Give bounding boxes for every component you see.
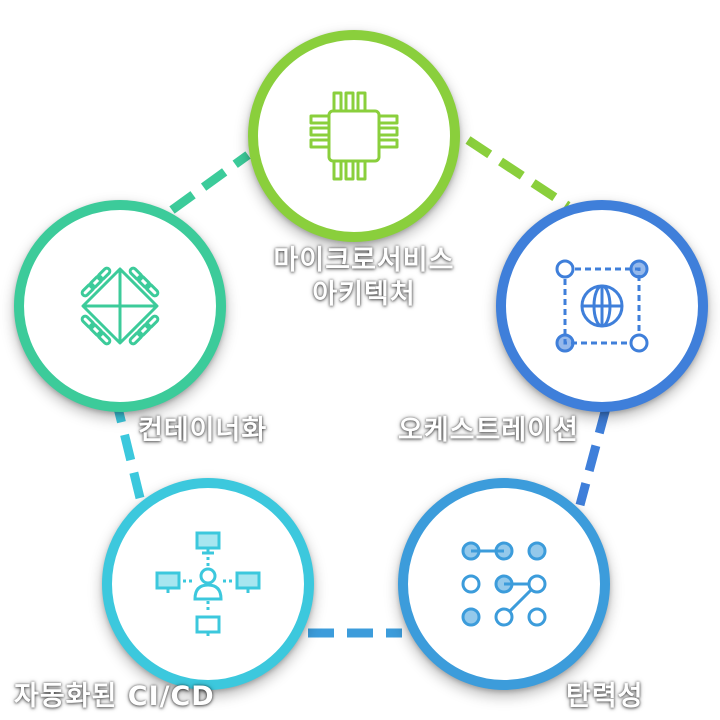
label-orchestration-line-1: 오케스트레이션 [398,415,579,446]
label-resilience-line-1: 탄력성 [566,681,644,712]
label-containerization: 컨테이너화 [138,414,267,448]
label-microservices-line-1: 마이크로서비스 [273,245,455,276]
connector-containerization-microservices [169,151,251,214]
label-orchestration: 오케스트레이션 [398,414,579,448]
connected-users-icon [155,531,261,636]
label-microservices: 마이크로서비스 아키텍처 [264,244,464,312]
microchip-icon [309,91,399,181]
connector-cicd-containerization [113,406,145,500]
network-globe-icon [555,259,649,353]
label-cicd-line-1: 자동화된 CI/CD [14,681,215,712]
label-containerization-line-1: 컨테이너화 [138,415,268,446]
container-icon [80,266,160,346]
label-cicd: 자동화된 CI/CD [14,680,215,714]
connector-orchestration-resilience [575,406,611,507]
node-grid-icon [461,541,547,627]
connector-microservices-orchestration [465,136,571,210]
label-resilience: 탄력성 [566,680,644,714]
microservices-node[interactable] [248,30,460,242]
label-microservices-line-2: 아키텍처 [312,278,416,310]
orchestration-node[interactable] [496,200,708,412]
